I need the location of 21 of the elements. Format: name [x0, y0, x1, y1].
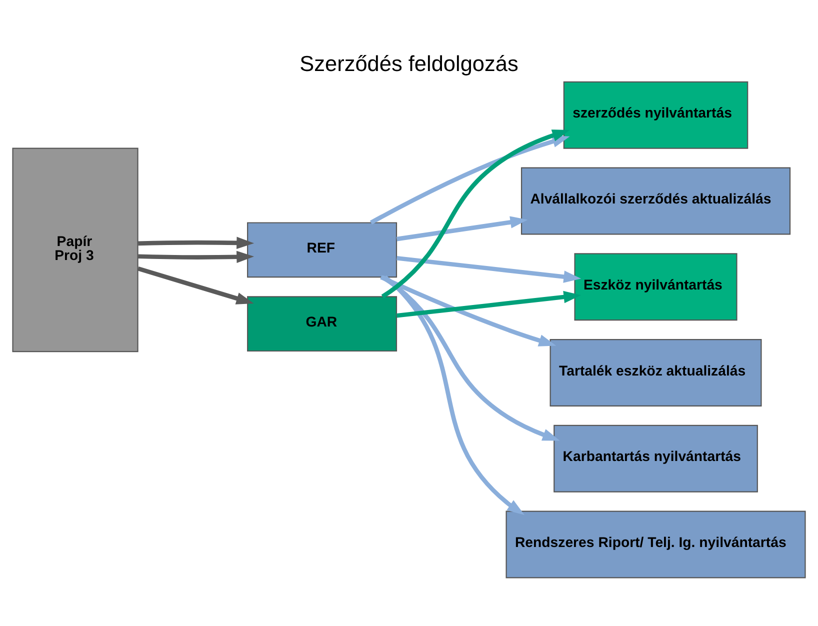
arrow [381, 129, 570, 298]
node-box: Alvállalkozói szerződés aktualizálás [520, 166, 791, 234]
arrow [138, 236, 254, 248]
arrow [380, 274, 556, 346]
arrow [384, 274, 525, 514]
node-box: Karbantartás nyilvántartás [554, 424, 758, 492]
node-box: Tartalék eszköz aktualizálás [550, 338, 762, 406]
arrow [396, 216, 528, 241]
node-box: GAR [247, 296, 398, 352]
node-box: Papír Proj 3 [12, 147, 138, 352]
arrow [381, 274, 560, 440]
node-box: szerződés nyilvántartás [563, 80, 748, 148]
node-box: Eszköz nyilvántartás [574, 252, 738, 320]
arrow [370, 135, 570, 224]
node-box: Rendszeres Riport/ Telj. Ig. nyilvántartás [506, 510, 806, 578]
node-box: REF [247, 222, 398, 278]
arrow [138, 250, 254, 263]
arrow [396, 290, 582, 318]
diagram-title: Szerződés feldolgozás [300, 50, 518, 76]
arrow [137, 266, 254, 304]
arrow [396, 255, 582, 282]
